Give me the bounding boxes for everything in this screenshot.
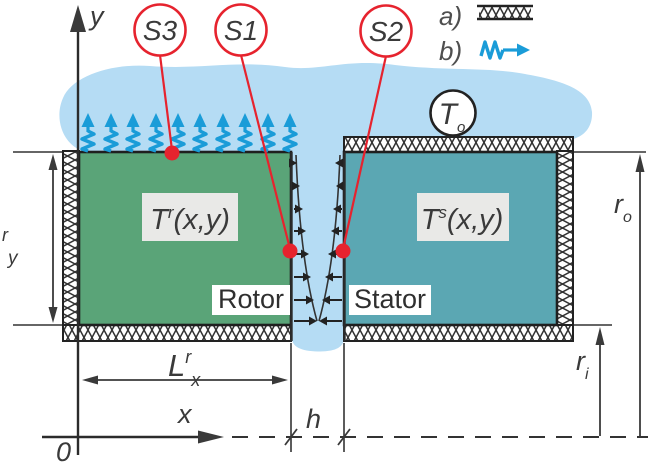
- rotor-left-insulation: [62, 150, 80, 342]
- convective-flux-sample-icon: [479, 40, 530, 60]
- leader-line-s3: [158, 54, 174, 151]
- stator-temp-box: [417, 193, 509, 241]
- rotor-temp-box: [142, 193, 238, 241]
- boundary-point-s2: [335, 243, 351, 259]
- outer-radius-label: ro: [614, 189, 632, 226]
- dim-rotor-height: r y: [2, 154, 58, 323]
- callout-s1-label: S1: [224, 15, 258, 46]
- stator-name: Stator: [349, 284, 431, 315]
- rotor-temperature-field: Tr(x,y): [142, 193, 238, 241]
- callout-s2: S2: [359, 4, 413, 58]
- ambient-temp-label: To: [439, 98, 466, 136]
- insulation-hatch-sample-icon: [477, 4, 533, 21]
- rotor-length-label: Lrx: [168, 347, 201, 390]
- x-axis: x 0: [42, 399, 224, 466]
- leader-line-s1: [239, 54, 292, 250]
- callout-s3: S3: [133, 3, 187, 57]
- stator-right-insulation: [556, 150, 574, 342]
- air-gap-coolant: [292, 150, 344, 352]
- dim-outer-radius: ro: [614, 154, 645, 436]
- origin-label: 0: [56, 437, 71, 466]
- stator-top-insulation: [343, 136, 574, 153]
- stator-name-label: Stator: [354, 284, 426, 314]
- dim-air-gap: h: [284, 343, 351, 452]
- y-axis-label: y: [88, 1, 105, 31]
- dim-inner-radius: ri: [576, 327, 605, 436]
- callout-s1: S1: [214, 3, 268, 57]
- legend: a) b): [439, 1, 533, 66]
- rotor-height-label-sub: y: [6, 248, 19, 269]
- ambient-temp-bubble: To: [429, 89, 477, 137]
- gap-velocity-profile-right: [318, 154, 341, 322]
- stator-temperature-field: Ts(x,y): [417, 193, 509, 241]
- legend-item-a-label: a): [439, 1, 462, 31]
- rotor-name-label: Rotor: [218, 284, 284, 314]
- rotor-temp-label: Tr(x,y): [150, 203, 230, 236]
- air-gap-heat-flux-arrows: [289, 158, 343, 326]
- boundary-point-s3: [164, 145, 180, 161]
- legend-item-b-label: b): [439, 36, 462, 66]
- air-gap-width-label: h: [306, 404, 321, 434]
- callout-s3-label: S3: [143, 15, 178, 46]
- y-axis: y: [70, 1, 105, 455]
- dim-rotor-length: Lrx: [82, 347, 288, 390]
- callout-s2-label: S2: [369, 16, 404, 47]
- callouts: S3 S1 S2: [133, 3, 413, 259]
- boundary-point-s1: [282, 243, 298, 259]
- gap-velocity-profile-left: [295, 154, 318, 322]
- rotor-bottom-insulation: [62, 324, 292, 342]
- stator-temp-label: Ts(x,y): [421, 203, 504, 236]
- rotor-name: Rotor: [212, 284, 290, 315]
- insulation-hatch: [62, 136, 574, 342]
- x-axis-label: x: [176, 399, 193, 429]
- rotor-height-label-sup: r: [2, 225, 9, 245]
- inner-radius-label: ri: [576, 346, 589, 383]
- stator-bottom-insulation: [343, 324, 574, 342]
- leader-line-s2: [341, 55, 388, 250]
